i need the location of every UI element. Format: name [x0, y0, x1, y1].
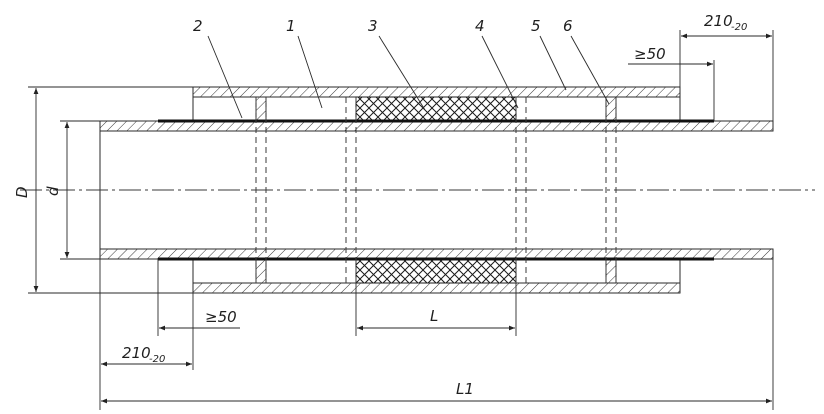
dim-ge50-bottom: ≥50 — [205, 308, 237, 326]
dimension-L1 — [99, 259, 774, 410]
dimension-L — [355, 283, 517, 336]
dim-ge50-top: ≥50 — [634, 45, 666, 63]
spacer-left-top — [255, 96, 267, 122]
dimension-d — [60, 120, 100, 260]
spacer-left-bottom — [255, 258, 267, 284]
dimension-D — [28, 86, 193, 294]
dimension-top-right — [628, 30, 774, 121]
dim-210-bottom: 210 — [122, 344, 151, 362]
dim-210-top: 210 — [704, 12, 733, 30]
dimension-bottom-left — [101, 259, 240, 370]
dim-210-bottom-tolerance: -20 — [149, 354, 165, 365]
callout-2: 2 — [193, 17, 203, 35]
dimension-L1-label: L1 — [456, 380, 474, 398]
dim-210-top-tolerance: -20 — [731, 22, 747, 33]
callout-1: 1 — [286, 17, 296, 35]
dimension-D-label: D — [13, 186, 31, 198]
callout-3: 3 — [368, 17, 378, 35]
seal-block-top — [355, 96, 517, 122]
seal-block-bottom — [355, 258, 517, 284]
sleeve-wall-top — [192, 86, 681, 98]
callout-4: 4 — [475, 17, 485, 35]
dimension-d-label: d — [44, 186, 62, 196]
callout-6: 6 — [563, 17, 573, 35]
callout-leaders — [207, 35, 610, 119]
dimension-L-label: L — [430, 307, 438, 325]
spacer-right-bottom — [605, 258, 617, 284]
callout-5: 5 — [531, 17, 541, 35]
sleeve-wall-bottom — [192, 282, 681, 294]
